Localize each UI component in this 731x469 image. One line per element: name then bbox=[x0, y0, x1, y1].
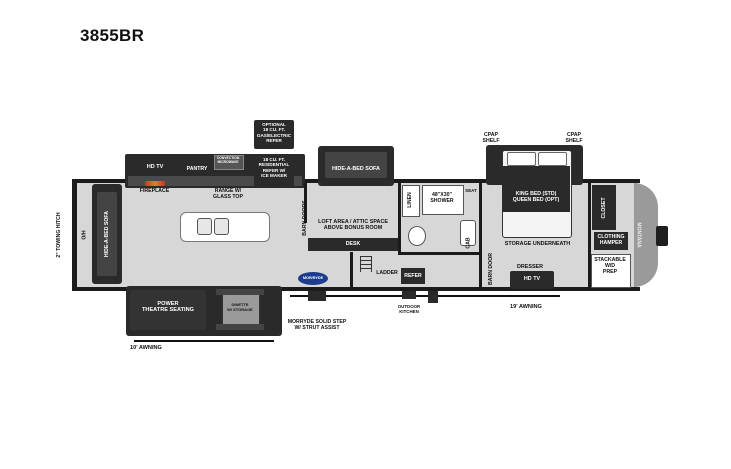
brand-label: MONTANA bbox=[635, 222, 642, 248]
shower-label: 48"X30" SHOWER bbox=[430, 192, 454, 204]
awning-10-label: 10' AWNING bbox=[130, 345, 162, 351]
clothing-hamper bbox=[594, 232, 628, 250]
bedroom-dresser bbox=[510, 271, 554, 289]
front-hitch bbox=[656, 226, 668, 246]
fireplace-icon bbox=[145, 181, 165, 186]
outer-wall-left bbox=[72, 179, 77, 291]
storage-underneath-label: STORAGE UNDERNEATH bbox=[504, 241, 571, 247]
outdoor-kitchen-box bbox=[428, 291, 438, 303]
seat-label: SEAT bbox=[465, 188, 477, 193]
dresser-label: DRESSER bbox=[516, 264, 544, 270]
small-refer bbox=[401, 268, 425, 284]
hd-tv-bedroom-label: HD TV bbox=[523, 276, 541, 282]
closet bbox=[592, 185, 616, 230]
morryde-step-label: MORRYDE SOLID STEP W/ STRUT ASSIST bbox=[287, 319, 347, 331]
outer-wall-bottom bbox=[72, 287, 640, 291]
barn-door-label: BARN DOOR bbox=[488, 253, 494, 285]
fireplace-label: FIREPLACE bbox=[139, 188, 170, 194]
shower bbox=[422, 185, 464, 215]
optional-refer-label: OPTIONAL 18 CU. FT. GAS/ELECTRIC REFER bbox=[256, 122, 292, 143]
bath-wall-left bbox=[398, 183, 401, 253]
hide-a-bed-sofa-top-label: HIDE-A-BED SOFA bbox=[332, 166, 380, 172]
linen-label: LINEN bbox=[407, 192, 413, 208]
sink-right bbox=[214, 218, 229, 235]
front-cap bbox=[634, 183, 658, 287]
power-theatre-label: POWER THEATRE SEATING bbox=[141, 301, 194, 314]
awning-19-line bbox=[290, 295, 560, 297]
convection-microwave-label: CONVECTION MICROWAVE bbox=[216, 156, 240, 164]
morryde-badge bbox=[298, 272, 328, 285]
residential-refer-box bbox=[254, 154, 294, 188]
bath-wall-right bbox=[479, 183, 482, 287]
pillow-left bbox=[507, 152, 536, 166]
bed-cover bbox=[502, 166, 570, 212]
towing-hitch-label: 2" TOWING HITCH bbox=[56, 212, 62, 258]
awning-19-label: 19' AWNING bbox=[510, 304, 542, 310]
range-label: RANGE W/ GLASS TOP bbox=[213, 188, 243, 200]
stackable-wd bbox=[591, 254, 631, 288]
hd-tv-living-label: HD TV bbox=[146, 164, 164, 170]
model-title: 3855BR bbox=[80, 26, 145, 45]
stackable-label: STACKABLE W/D PREP bbox=[594, 257, 626, 275]
optional-refer-box bbox=[254, 120, 294, 149]
ladder-label: LADDER bbox=[376, 270, 398, 276]
outdoor-kitchen bbox=[402, 291, 416, 299]
dinette-table bbox=[222, 291, 260, 330]
theatre-seating bbox=[130, 290, 206, 330]
closet-wall bbox=[588, 183, 591, 287]
desk-label: DESK bbox=[345, 241, 361, 247]
microwave-box bbox=[214, 155, 244, 170]
dinette-seat-bottom bbox=[216, 324, 264, 330]
ladder bbox=[360, 256, 372, 272]
clothing-hamper-label: CLOTHING HAMPER bbox=[597, 234, 625, 246]
bonus-room-wall bbox=[350, 252, 353, 287]
awning-10-line bbox=[134, 340, 274, 342]
pillow-right bbox=[538, 152, 567, 166]
king-bed-label: KING BED (STD) QUEEN BED (OPT) bbox=[512, 191, 560, 203]
left-sofa-cushion bbox=[97, 192, 117, 276]
refer-small-label: REFER bbox=[404, 273, 422, 279]
cpap-shelf-right-label: CPAP SHELF bbox=[565, 132, 583, 144]
cab-label: CAB bbox=[465, 237, 472, 249]
outdoor-kitchen-label: OUTDOOR KITCHEN bbox=[397, 304, 421, 315]
dinette-seat-top bbox=[216, 289, 264, 295]
hide-a-bed-sofa-left-label: HIDE-A-BED SOFA bbox=[104, 210, 110, 258]
sink-left bbox=[197, 218, 212, 235]
bath-sink bbox=[460, 220, 476, 246]
morryde-step bbox=[308, 291, 326, 301]
residential-refer-label: 18 CU. FT. RESIDENTIAL REFER W/ ICE MAKE… bbox=[258, 157, 290, 178]
closet-label: CLOSET bbox=[601, 197, 607, 219]
loft-area-label: LOFT AREA / ATTIC SPACE ABOVE BONUS ROOM bbox=[318, 219, 388, 232]
bath-wall-bottom bbox=[398, 252, 480, 255]
cpap-shelf-left-label: CPAP SHELF bbox=[482, 132, 500, 144]
pantry-label: PANTRY bbox=[186, 166, 208, 172]
toilet bbox=[408, 226, 426, 246]
dinette-label: DINETTE W/ STORAGE bbox=[227, 302, 253, 312]
barn-doors-wall bbox=[304, 183, 307, 223]
desk bbox=[308, 238, 398, 251]
living-slide-floor bbox=[128, 176, 302, 186]
morryde-badge-label: MOR/RYDE bbox=[302, 276, 324, 280]
top-sofa-cushion bbox=[325, 152, 387, 178]
linen-cabinet bbox=[402, 185, 420, 217]
oh-label: O/H bbox=[81, 230, 88, 240]
